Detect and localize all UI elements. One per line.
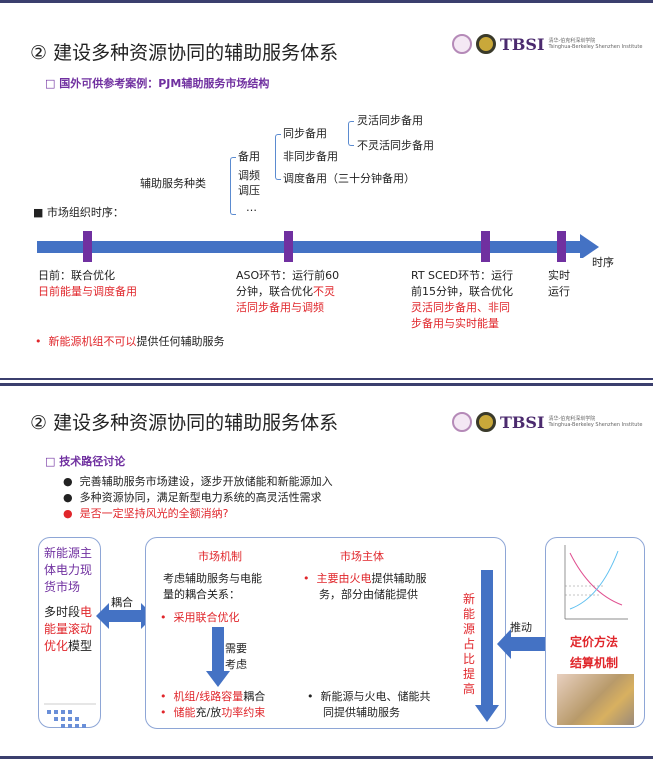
tree-node: … [246,201,257,214]
pricing-method: 定价方法 [570,635,619,649]
tree-bracket-3 [348,121,354,146]
need-consider: 需要考虑 [225,642,247,671]
tree-node: 调频 [238,169,260,182]
tree-root: 辅助服务种类 [140,177,206,190]
slide2-bottom-border [0,756,653,759]
coupling-label: 耦合 [111,596,133,609]
tree-node: 不灵活同步备用 [357,139,434,152]
tree-bracket-1 [230,157,236,215]
tree-node: 调度备用（三十分钟备用） [283,172,415,185]
slide2-top-border [0,383,653,386]
slide1-title: ② 建设多种资源协同的辅助服务体系 [30,42,339,64]
axis-label: 时序 [592,256,614,269]
vertical-down-arrow [475,570,499,722]
tree-node: 同步备用 [283,127,327,140]
supply-demand-chart-icon [564,545,628,620]
logo-text: TBSI [500,412,545,432]
berkeley-seal-icon [476,34,496,54]
spot-market-title: 新能源主体电力现货市场 [44,546,93,594]
timeline-marker [83,231,92,262]
logo-sub-en: Tsinghua-Berkeley Shenzhen Institute [548,44,643,50]
logo-text: TBSI [500,34,545,54]
tree-node: 灵活同步备用 [357,114,423,127]
coupling-desc: 考虑辅助服务与电能量的耦合关系： [163,572,262,601]
coupling-double-arrow [96,603,154,629]
coins-abacus-image [557,674,634,725]
market-mechanism-heading: 市场机制 [198,550,242,563]
spot-market-box [38,537,101,728]
slide2-subtitle: □ 技术路径讨论 [45,455,126,468]
tree-bracket-2 [275,134,281,180]
market-entity-heading: 市场主体 [340,550,384,563]
tree-node: 非同步备用 [283,150,338,163]
renewable-share-label: 新能源占比提高 [463,592,476,696]
timeline-label: ■ 市场组织时序： [33,206,124,219]
tree-node: 调压 [238,184,260,197]
entity-desc-2: • 新能源与火电、储能共同提供辅助服务 [307,690,431,719]
entity-desc-1: • 主要由火电提供辅助服务，部分由储能提供 [303,572,427,601]
slide2-title: ② 建设多种资源协同的辅助服务体系 [30,412,339,434]
push-arrow [497,629,547,659]
note: • 新能源机组不可以提供任何辅助服务 [35,335,225,348]
joint-opt: • 采用联合优化 [160,611,240,624]
mechanism-box [145,537,506,729]
tsinghua-seal-icon [452,412,472,432]
berkeley-seal-icon [476,412,496,432]
timeline-arrow [37,234,599,258]
settlement-mechanism: 结算机制 [570,656,619,670]
rolling-model-text: 多时段电能量滚动优化模型 [44,605,93,653]
timeline-marker [481,231,490,262]
logo-sub-cn: 清华-伯克利深圳学院 [548,416,596,422]
constraint-list: • 机组/线路容量耦合 • 储能充/放功率约束 [160,690,266,719]
logo-sub-en: Tsinghua-Berkeley Shenzhen Institute [548,422,643,428]
tsinghua-seal-icon [452,34,472,54]
stage-realtime: 实时运行 [548,269,570,298]
push-label: 推动 [510,621,532,634]
down-arrow [206,627,230,687]
tree-node: 备用 [238,150,260,163]
slide1-bottom-border [0,378,653,380]
slide1-top-border [0,0,653,3]
timeline-marker [284,231,293,262]
stage-rtsced: RT SCED环节：运行前15分钟，联合优化灵活同步备用、非同步备用与实时能量 [411,269,514,330]
timeline-marker [557,231,566,262]
stage-dayahead: 日前：联合优化日前能量与调度备用 [38,269,137,298]
logo-sub-cn: 清华-伯克利深圳学院 [548,38,596,44]
bullet-list: ● 完善辅助服务市场建设，逐步开放储能和新能源加入 ● 多种资源协同，满足新型电… [63,475,333,520]
slide1-subtitle: □ 国外可供参考案例：PJM辅助服务市场结构 [45,77,270,90]
schedule-diagram-icon [44,703,96,728]
